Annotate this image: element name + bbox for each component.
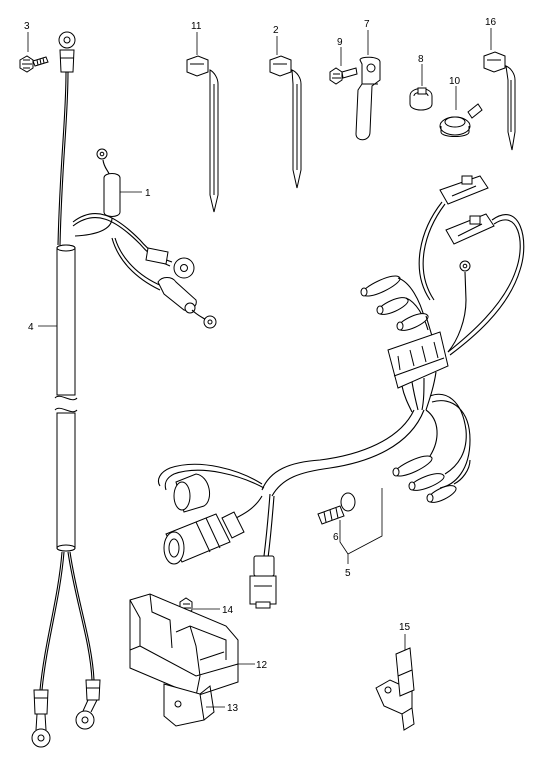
part-number-7: 7 [364, 19, 370, 30]
part-number-16: 16 [485, 17, 497, 28]
part-number-11: 11 [191, 21, 202, 32]
part-12-holder [129, 593, 239, 697]
part-13-stay [163, 683, 215, 727]
part-number-1: 1 [145, 188, 151, 199]
part-3-screw [19, 55, 49, 73]
part-4-ground-cable [31, 31, 101, 748]
part-5-main-harness [157, 175, 525, 609]
part-number-9: 9 [337, 37, 343, 48]
part-number-8: 8 [418, 54, 424, 65]
part-9-bolt [329, 67, 358, 85]
part-number-12: 12 [256, 660, 268, 671]
part-number-2: 2 [273, 25, 279, 36]
part-2-cable-tie [269, 55, 302, 189]
part-number-14: 14 [222, 605, 234, 616]
part-1-branch-cable [72, 148, 217, 329]
part-number-5: 5 [345, 568, 351, 579]
part-6-screw [317, 492, 356, 525]
part-15-bracket [375, 647, 415, 731]
part-number-15: 15 [399, 622, 411, 633]
part-number-6: 6 [333, 532, 339, 543]
part-11-cable-tie [186, 55, 219, 213]
part-10-clamp [439, 103, 483, 137]
part-number-10: 10 [449, 76, 461, 87]
part-8-clip [409, 87, 433, 111]
part-number-13: 13 [227, 703, 239, 714]
part-number-3: 3 [24, 21, 30, 32]
part-16-cable-tie [483, 51, 516, 151]
part-number-4: 4 [28, 322, 34, 333]
part-7-clamp [355, 56, 381, 141]
